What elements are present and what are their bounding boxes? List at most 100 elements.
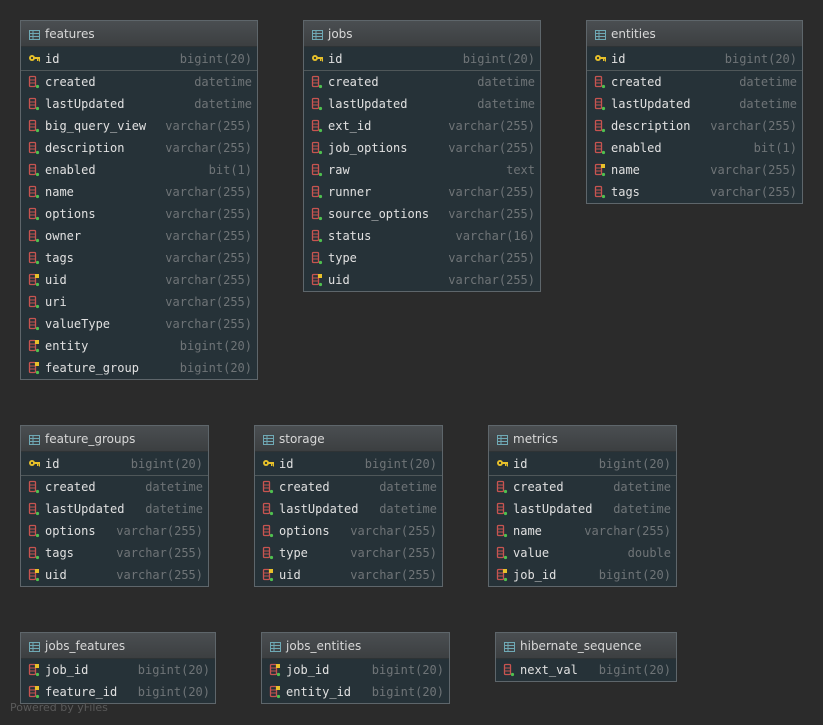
column-type: varchar(255) <box>165 273 252 287</box>
column-type: varchar(255) <box>448 185 535 199</box>
table-header[interactable]: storage <box>255 426 442 452</box>
table-icon <box>270 641 281 652</box>
column-type: datetime <box>145 480 203 494</box>
column-name: runner <box>328 185 372 199</box>
primary-key-icon <box>496 457 508 471</box>
column-icon <box>503 663 515 677</box>
table-header[interactable]: jobs_features <box>21 633 215 659</box>
column-name: raw <box>328 163 350 177</box>
column-row[interactable]: runner varchar(255) <box>304 181 540 203</box>
column-name: owner <box>45 229 82 243</box>
column-name: uid <box>279 568 301 582</box>
foreign-key-column-icon <box>28 685 40 699</box>
table-header[interactable]: feature_groups <box>21 426 208 452</box>
column-name: lastUpdated <box>45 502 125 516</box>
table-header[interactable]: jobs_entities <box>262 633 449 659</box>
column-name: id <box>45 456 60 471</box>
column-name: entity_id <box>286 685 352 699</box>
column-icon <box>594 185 606 199</box>
column-type: datetime <box>194 97 252 111</box>
column-type: varchar(255) <box>165 119 252 133</box>
column-name: lastUpdated <box>279 502 359 516</box>
column-icon <box>496 524 508 538</box>
table-header[interactable]: jobs <box>304 21 540 47</box>
table-header[interactable]: features <box>21 21 257 47</box>
table-header[interactable]: metrics <box>489 426 676 452</box>
column-name: options <box>45 524 96 538</box>
column-type: datetime <box>379 502 437 516</box>
column-name: tags <box>45 251 74 265</box>
table-header[interactable]: entities <box>587 21 802 47</box>
table-header[interactable]: hibernate_sequence <box>496 633 676 659</box>
column-name: type <box>328 251 357 265</box>
column-icon <box>262 546 274 560</box>
column-row[interactable]: lastUpdated datetime <box>255 498 442 520</box>
